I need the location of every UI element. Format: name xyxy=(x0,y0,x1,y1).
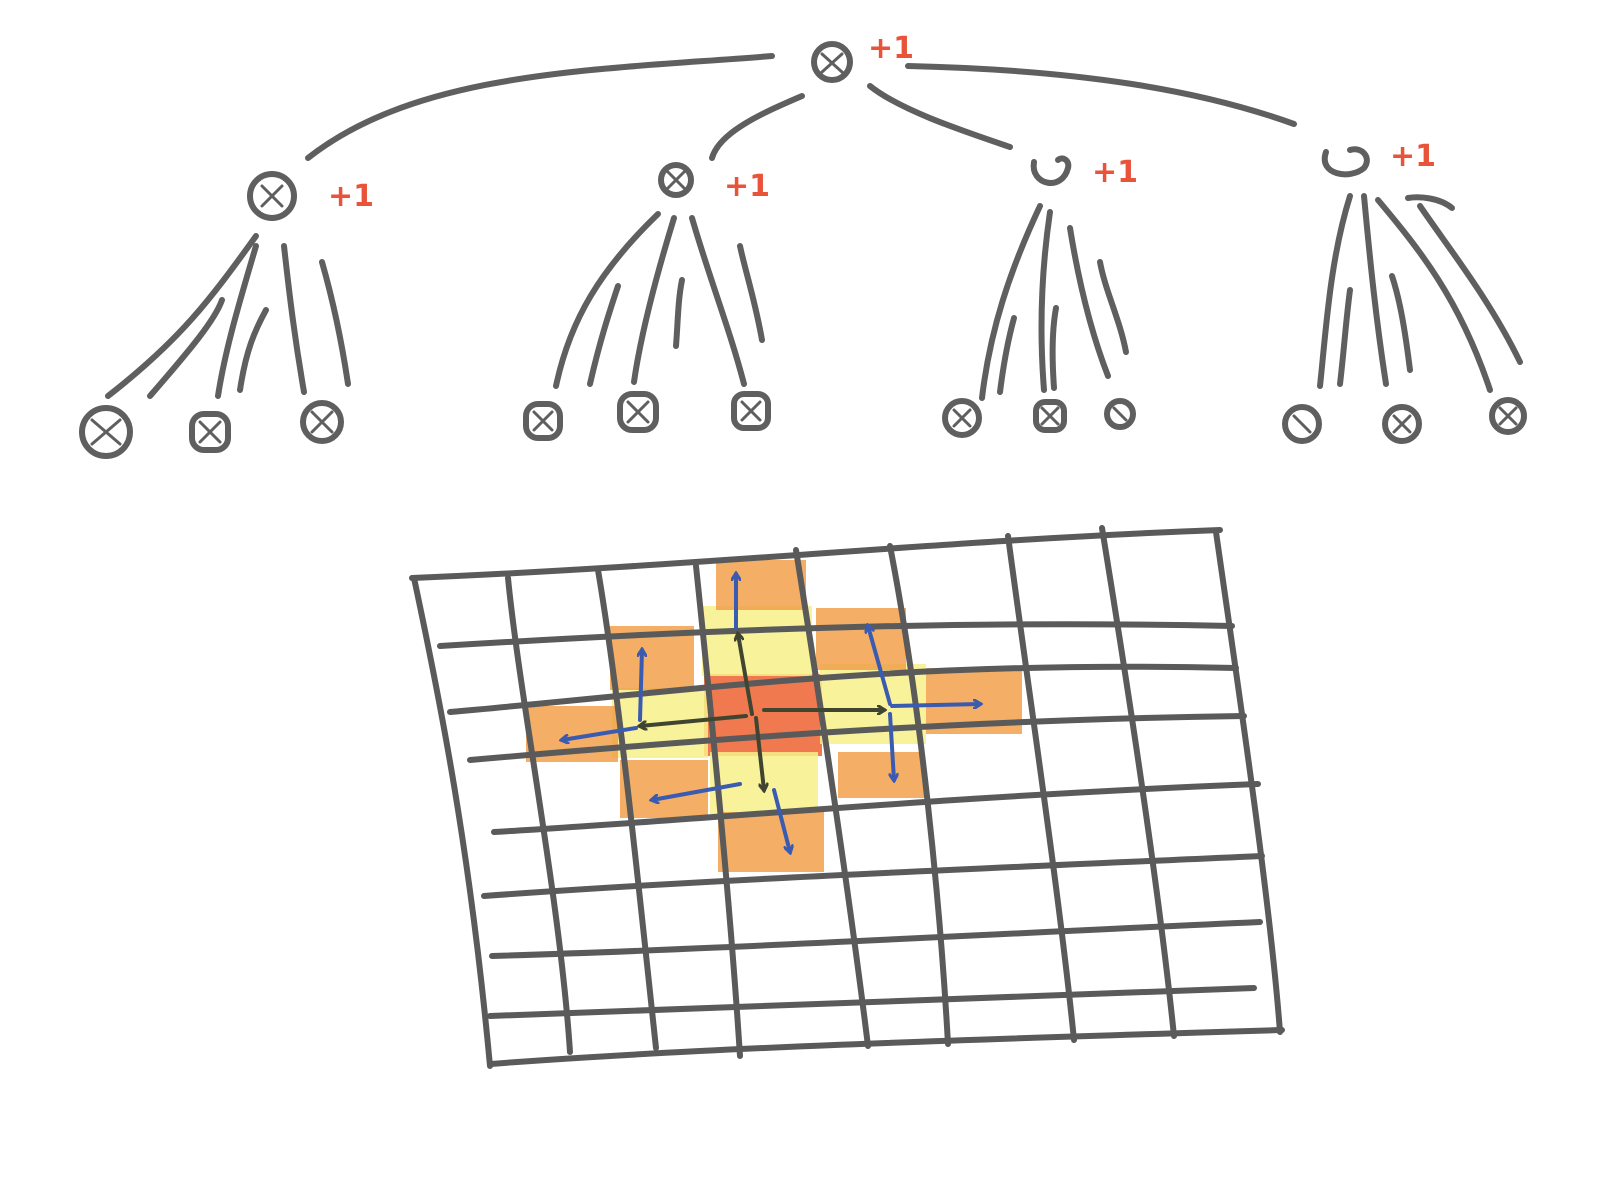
propagation-arrows-second xyxy=(562,574,980,852)
ring-2-cell-up xyxy=(716,560,806,610)
ring-2-cell-up-right xyxy=(816,608,906,670)
ring-1-cell-up xyxy=(702,606,812,676)
game-tree: +1 +1 +1 +1 +1 xyxy=(79,31,1527,459)
ring-2-cell-down-right xyxy=(838,752,924,798)
subtree-3-leaves xyxy=(942,398,1136,438)
subtree-4-edges xyxy=(1317,193,1523,393)
arrow-down xyxy=(754,716,764,790)
root-edges xyxy=(305,53,1297,161)
child-node-4: +1 xyxy=(1321,139,1436,178)
grid-lines xyxy=(409,525,1285,1069)
subtree-4-leaves xyxy=(1282,397,1527,444)
subtree-1-leaves xyxy=(79,400,344,459)
child-4-plus-one: +1 xyxy=(1390,139,1436,174)
propagation-arrows-first xyxy=(640,634,884,790)
child-node-3: +1 xyxy=(1030,155,1138,190)
root-node: +1 xyxy=(811,31,914,83)
ring-2-cell-down-left xyxy=(620,760,708,818)
child-1-plus-one: +1 xyxy=(328,179,374,214)
child-3-plus-one: +1 xyxy=(1092,155,1138,190)
ring-2-cell-down xyxy=(718,812,824,872)
highlighted-cells xyxy=(526,560,1022,872)
flood-grid xyxy=(409,525,1285,1069)
child-2-plus-one: +1 xyxy=(724,169,770,204)
child-node-2: +1 xyxy=(658,162,770,204)
subtree-3-edges xyxy=(979,203,1129,401)
child-node-1: +1 xyxy=(247,171,374,221)
subtree-2-leaves xyxy=(523,391,771,441)
arrow-left xyxy=(640,714,748,726)
subtree-2-edges xyxy=(553,211,765,389)
arrow-up xyxy=(738,634,754,716)
root-plus-one: +1 xyxy=(868,31,914,66)
subtree-1-edges xyxy=(105,233,351,399)
